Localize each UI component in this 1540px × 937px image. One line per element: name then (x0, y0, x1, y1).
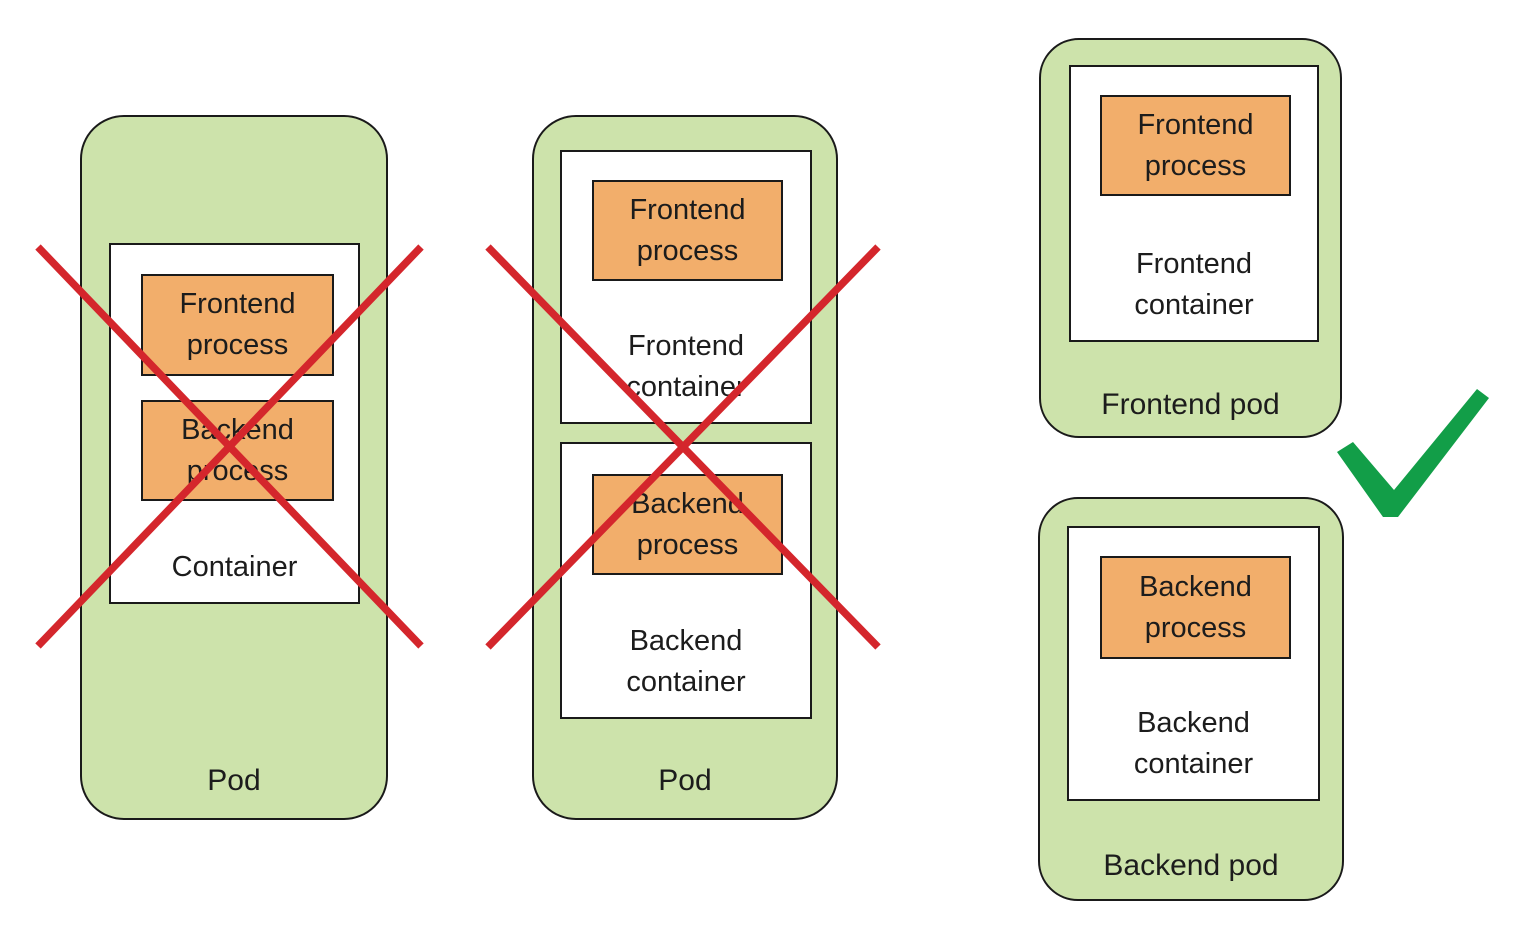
pod-label: Pod (207, 764, 261, 797)
pod-two-containers: Frontend process Frontend container Back… (532, 115, 838, 820)
backend-process-box: Backend process (141, 400, 334, 501)
check-icon (1337, 389, 1489, 517)
container-label: Frontend container (1134, 247, 1254, 321)
container-label: Frontend container (626, 329, 746, 403)
frontend-container-box: Frontend process Frontend container (560, 150, 812, 424)
container-label: Backend container (626, 624, 746, 698)
process-label: Frontend process (179, 288, 296, 361)
frontend-process-box: Frontend process (141, 274, 334, 376)
pod-one-container-two-processes: Frontend process Backend process Contain… (80, 115, 388, 820)
frontend-pod: Frontend process Frontend container Fron… (1039, 38, 1342, 438)
process-label: Backend process (631, 487, 744, 561)
frontend-container-box: Frontend process Frontend container (1069, 65, 1319, 342)
backend-container-box: Backend process Backend container (1067, 526, 1320, 801)
pod-label: Pod (658, 764, 712, 797)
backend-container-box: Backend process Backend container (560, 442, 812, 719)
backend-pod: Backend process Backend container Backen… (1038, 497, 1344, 901)
container-label: Backend container (1133, 706, 1254, 780)
backend-process-box: Backend process (592, 474, 783, 575)
container-label: Container (171, 550, 298, 583)
frontend-process-box: Frontend process (592, 180, 783, 281)
container-box: Frontend process Backend process Contain… (109, 243, 360, 604)
pod-label: Frontend pod (1101, 388, 1280, 421)
process-label: Backend process (1139, 570, 1252, 644)
backend-process-box: Backend process (1100, 556, 1291, 659)
process-label: Frontend process (629, 193, 746, 267)
process-label: Backend process (181, 413, 294, 487)
process-label: Frontend process (1137, 108, 1254, 182)
pod-label: Backend pod (1103, 849, 1279, 882)
frontend-process-box: Frontend process (1100, 95, 1291, 196)
